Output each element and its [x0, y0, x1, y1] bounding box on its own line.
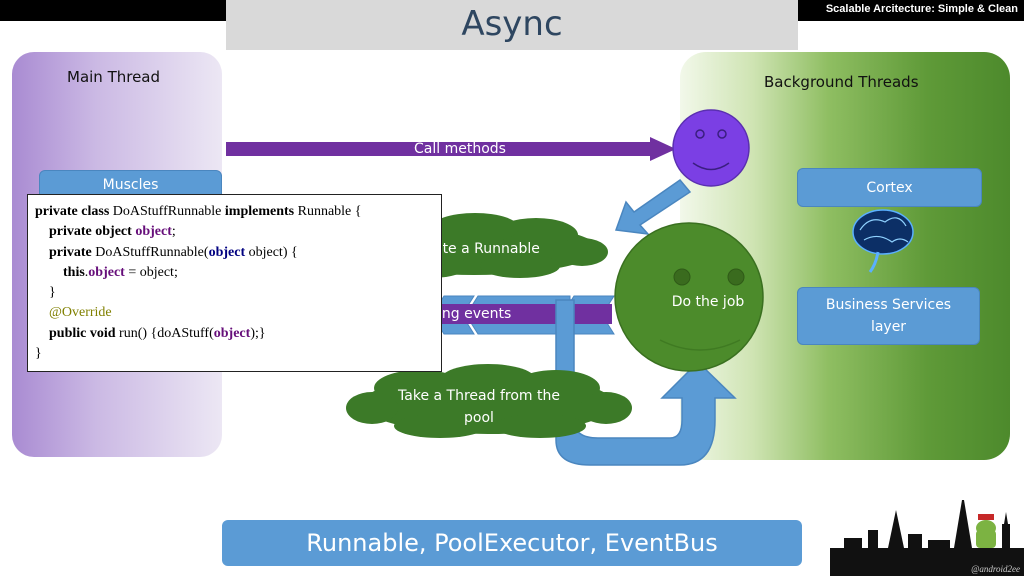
- code-line-8: }: [35, 346, 42, 362]
- green-smiley-icon: [614, 222, 764, 372]
- take-thread-cloud: [346, 364, 632, 438]
- business-services-label: Business Services layer: [825, 297, 952, 335]
- code-line-1: private class DoAStuffRunnable implement…: [35, 204, 362, 219]
- code-line-7: public void run() {doAStuff(object);}: [49, 325, 266, 341]
- bottom-caption-box: Runnable, PoolExecutor, EventBus: [222, 520, 802, 566]
- purple-smiley-icon: [672, 109, 750, 187]
- header-caption: Scalable Arcitecture: Simple & Clean: [825, 3, 1018, 15]
- skyline-silhouette: [830, 500, 1024, 576]
- do-the-job-label: Do the job: [671, 294, 745, 310]
- call-methods-label: Call methods: [414, 141, 506, 157]
- muscles-label: Muscles: [102, 177, 159, 193]
- title-box: [226, 0, 798, 50]
- take-thread-label: Take a Thread from the pool: [398, 388, 560, 426]
- code-line-5: }: [49, 285, 56, 301]
- runnable-arrow: [614, 178, 692, 235]
- brain-icon: [852, 209, 914, 273]
- code-line-2: private object object;: [49, 224, 176, 240]
- code-snippet: private class DoAStuffRunnable implement…: [27, 194, 442, 372]
- android-mascot-icon: [976, 514, 996, 548]
- create-runnable-label: Create a Runnable: [410, 241, 540, 257]
- code-line-6: @Override: [49, 305, 112, 321]
- background-threads-label: Background Threads: [764, 73, 919, 91]
- business-services-box: Business Services layer: [797, 287, 980, 345]
- events-label: ing events: [438, 306, 512, 322]
- slide-title: Async: [461, 4, 563, 44]
- code-line-4: this.object = object;: [63, 264, 178, 280]
- main-thread-label: Main Thread: [67, 68, 161, 86]
- code-line-3: private DoAStuffRunnable(object object) …: [49, 244, 298, 260]
- call-methods-arrow: [226, 137, 676, 161]
- bottom-caption: Runnable, PoolExecutor, EventBus: [306, 529, 718, 557]
- cortex-box: Cortex: [797, 168, 982, 207]
- cortex-label: Cortex: [866, 179, 913, 196]
- credit-label: @android2ee: [971, 564, 1020, 574]
